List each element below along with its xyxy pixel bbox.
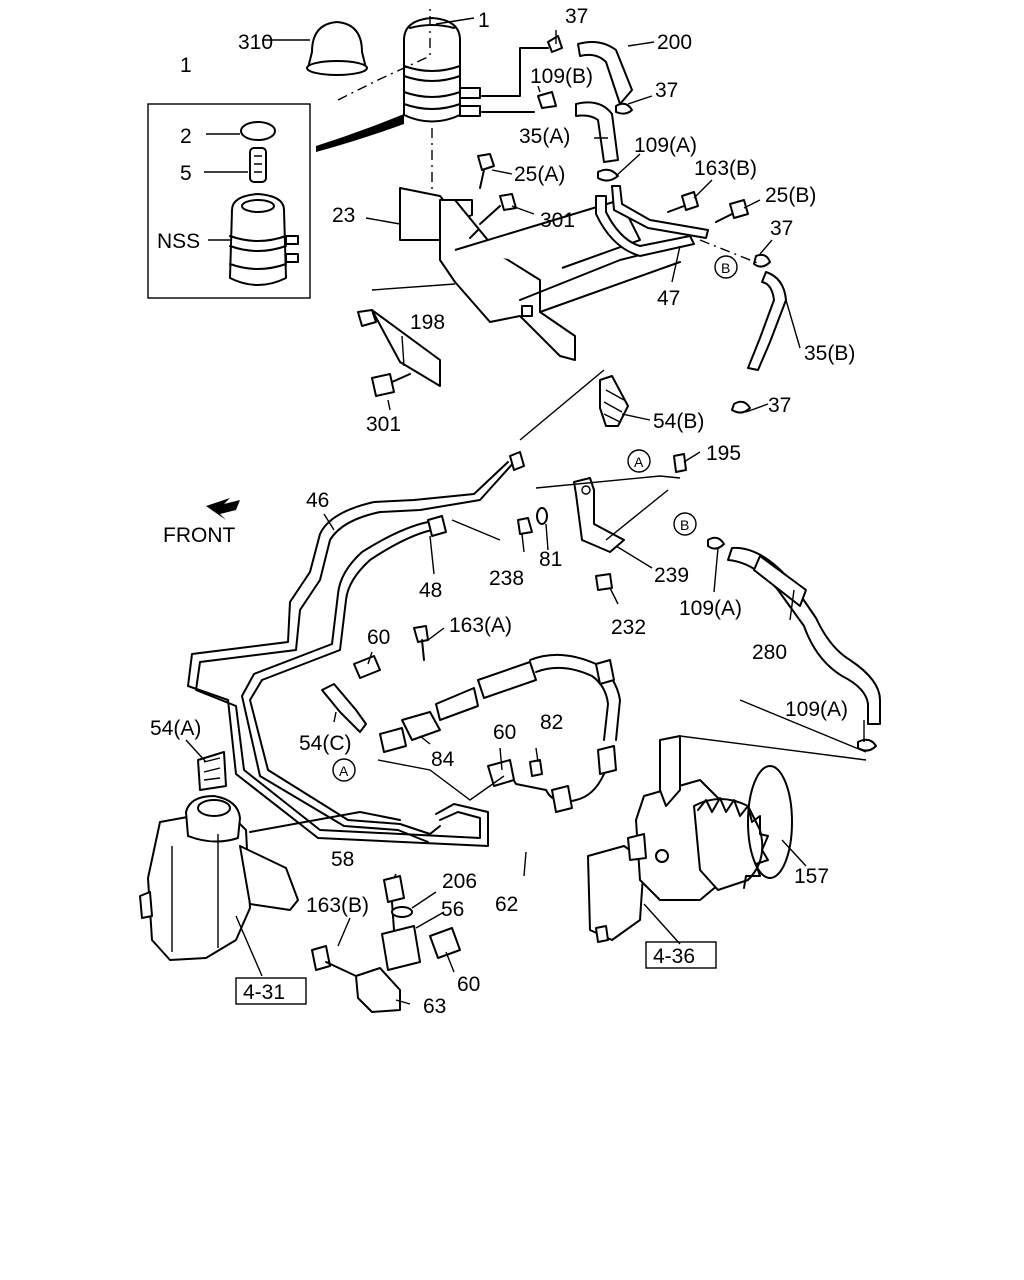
label-63: 63 [423,995,446,1018]
label-301-upper: 301 [540,209,575,232]
label-2: 2 [180,125,192,148]
label-25a: 25(A) [514,163,565,186]
label-48: 48 [419,579,442,602]
label-109a-top: 109(A) [634,134,697,157]
part-labels: 310 1 37 200 1 109(B) 37 2 35(A) 109(A) … [150,5,855,1018]
label-198: 198 [410,311,445,334]
label-60-lower: 60 [457,973,480,996]
label-109a-lower: 109(A) [785,698,848,721]
clamps-and-hoses [321,625,621,813]
leader-lines [185,17,865,1005]
label-37-right: 37 [770,217,793,240]
front-arrow-icon [206,498,240,520]
label-37-second: 37 [655,79,678,102]
reservoir-inset-box [147,103,404,299]
label-35a: 35(A) [519,125,570,148]
label-54b: 54(B) [653,410,704,433]
label-1-inset: 1 [180,54,192,77]
label-front: FRONT [163,524,235,547]
label-301-lower: 301 [366,413,401,436]
label-206: 206 [442,870,477,893]
label-200: 200 [657,31,692,54]
label-280: 280 [752,641,787,664]
reservoir-assembly [306,8,481,190]
label-109b: 109(B) [530,65,593,88]
label-81: 81 [539,548,562,571]
label-163b-lower: 163(B) [306,894,369,917]
marker-a-hose: A [339,763,349,779]
ref-4-31: 4-31 [243,981,285,1004]
label-nss: NSS [157,230,200,253]
steering-gear [139,795,401,961]
label-37-lower: 37 [768,394,791,417]
label-46: 46 [306,489,329,512]
label-239: 239 [654,564,689,587]
ref-box-4-31 [235,977,307,1005]
bolt-301-lower [371,373,411,397]
label-54c: 54(C) [299,732,352,755]
label-5: 5 [180,162,192,185]
label-47: 47 [657,287,680,310]
label-84: 84 [431,748,455,771]
label-238: 238 [489,567,524,590]
marker-a-bracket: A [634,454,644,470]
lower-brackets [311,875,461,1013]
marker-b-line: B [721,260,730,276]
label-25b: 25(B) [765,184,816,207]
label-1-reservoir: 1 [478,9,490,32]
circle-markers [332,255,738,782]
power-steering-pump [587,699,867,943]
upper-hoses [469,35,787,414]
label-35b: 35(B) [804,342,855,365]
label-163b-top: 163(B) [694,157,757,180]
label-310: 310 [238,31,273,54]
label-58: 58 [331,848,354,871]
label-163a: 163(A) [449,614,512,637]
label-23: 23 [332,204,355,227]
label-54a: 54(A) [150,717,201,740]
bracket-239 [517,369,687,591]
label-62: 62 [495,893,518,916]
label-195: 195 [706,442,741,465]
label-232: 232 [611,616,646,639]
ref-4-36: 4-36 [653,945,695,968]
label-37-top: 37 [565,5,588,28]
label-60-upper: 60 [367,626,390,649]
label-56: 56 [441,898,464,921]
label-157: 157 [794,865,829,888]
label-60-mid: 60 [493,721,516,744]
ref-box-4-36 [645,941,717,969]
pressure-return-lines [187,451,525,847]
marker-b-hose: B [680,517,689,533]
label-109a-mid: 109(A) [679,597,742,620]
label-82: 82 [540,711,563,734]
